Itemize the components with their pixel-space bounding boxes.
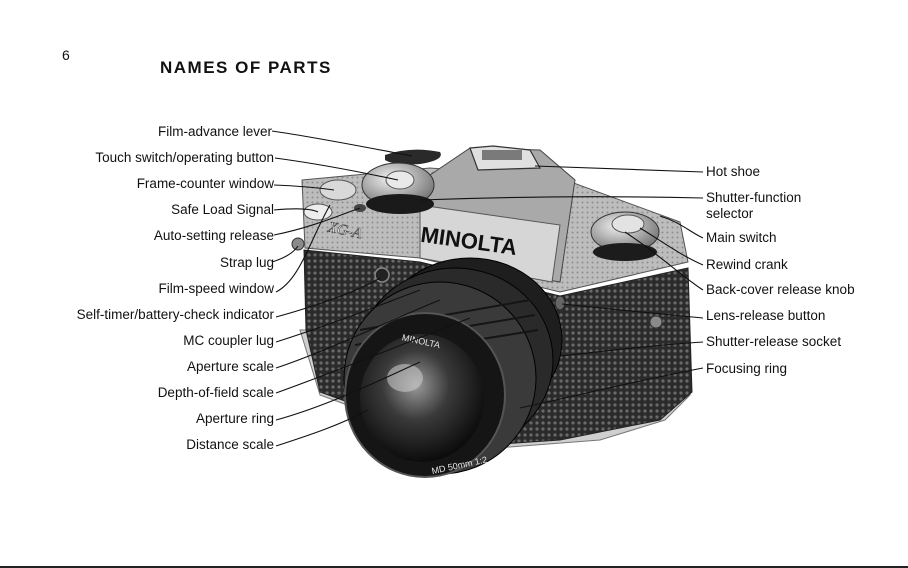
label-focusing-ring: Focusing ring (706, 361, 788, 376)
label-depth-of-field-scale: Depth-of-field scale (157, 385, 274, 400)
bottom-rule (0, 566, 908, 568)
label-rewind-crank: Rewind crank (706, 257, 788, 272)
film-advance-lever (385, 149, 441, 165)
label-self-timer-indicator: Self-timer/battery-check indicator (76, 307, 274, 322)
label-shutter-function-selector: Shutter-function selector (706, 190, 802, 221)
label-strap-lug: Strap lug (219, 255, 274, 270)
label-auto-setting-release: Auto-setting release (153, 228, 274, 243)
label-hot-shoe: Hot shoe (706, 164, 761, 179)
label-frame-counter-window: Frame-counter window (136, 176, 274, 191)
page-title: NAMES OF PARTS (160, 58, 332, 77)
label-lens-release-button: Lens-release button (706, 308, 826, 323)
label-touch-switch: Touch switch/operating button (95, 150, 274, 165)
label-safe-load-signal: Safe Load Signal (171, 202, 274, 217)
label-back-cover-release-knob: Back-cover release knob (706, 282, 855, 297)
lens-glass (360, 334, 484, 462)
label-film-advance-lever: Film-advance lever (157, 124, 272, 139)
label-mc-coupler-lug: MC coupler lug (183, 333, 274, 348)
page-number: 6 (62, 47, 70, 63)
label-aperture-ring: Aperture ring (195, 411, 274, 426)
model-logo: XG-A (325, 219, 364, 242)
label-shutter-release-socket: Shutter-release socket (706, 334, 842, 349)
label-distance-scale: Distance scale (186, 437, 274, 452)
label-aperture-scale: Aperture scale (186, 359, 274, 374)
label-main-switch: Main switch (706, 230, 777, 245)
label-film-speed-window: Film-speed window (158, 281, 274, 296)
